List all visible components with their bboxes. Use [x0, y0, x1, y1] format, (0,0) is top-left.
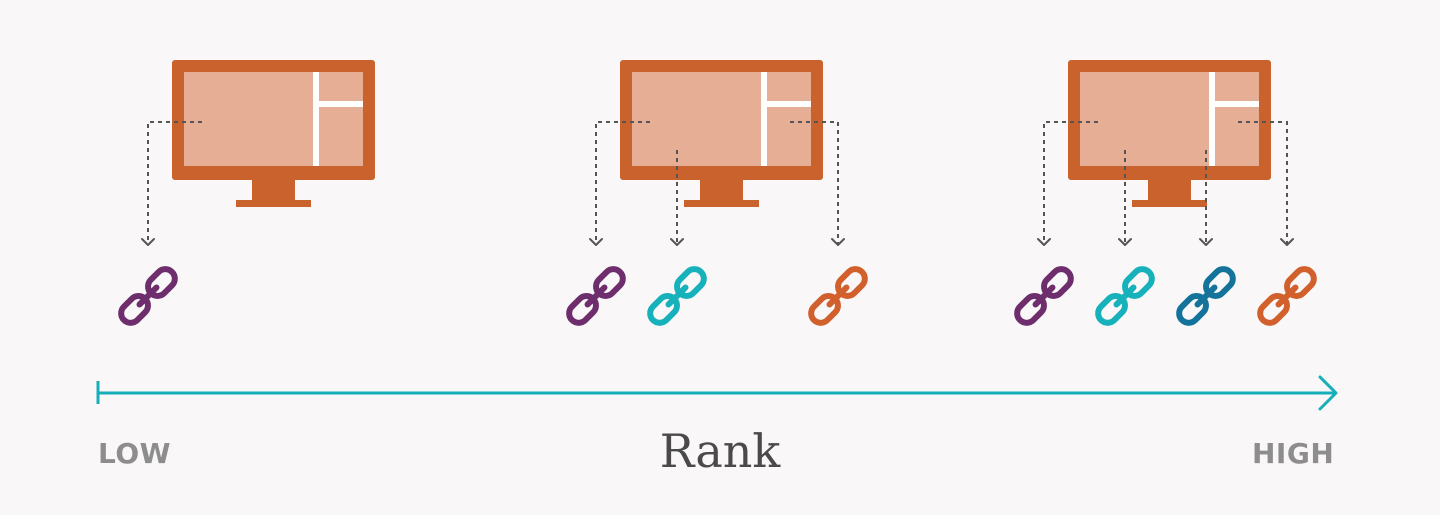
monitor-screen: [632, 72, 811, 166]
monitor-neck: [700, 180, 743, 200]
monitor-group-low-rank: [118, 60, 375, 326]
monitor-base: [1132, 200, 1207, 207]
monitor-neck: [1148, 180, 1191, 200]
arrow-head-icon: [141, 238, 155, 246]
monitor-divider-horizontal: [319, 101, 363, 107]
link-icon: [1176, 266, 1236, 326]
arrow-head-icon: [1037, 238, 1051, 246]
monitor-divider-vertical: [313, 72, 319, 166]
monitor-base: [684, 200, 759, 207]
dotted-arrow: [1043, 121, 1098, 245]
link-icon: [118, 266, 178, 326]
dotted-arrow: [790, 121, 839, 245]
dotted-arrow: [1238, 121, 1288, 245]
link-icon: [808, 266, 868, 326]
arrow-head-icon: [1280, 238, 1294, 246]
link-icon-bar: [1032, 284, 1056, 308]
link-icon-bar: [1194, 284, 1218, 308]
link-icon-bar: [1275, 284, 1299, 308]
monitor-screen: [1080, 72, 1259, 166]
arrow-head-icon: [1118, 238, 1132, 246]
monitor-divider-horizontal: [1215, 101, 1259, 107]
link-icon-bar: [136, 284, 160, 308]
link-icon: [566, 266, 626, 326]
link-icon-bar: [665, 284, 689, 308]
monitor-group-mid-rank: [566, 60, 868, 326]
axis-low-label: LOW: [98, 437, 172, 470]
monitor-group-high-rank: [1014, 60, 1317, 326]
monitor-divider-horizontal: [767, 101, 811, 107]
link-icon-bar: [826, 284, 850, 308]
monitor-divider-vertical: [1209, 72, 1215, 166]
rank-axis: [96, 375, 1338, 411]
axis-title: Rank: [659, 424, 781, 478]
arrow-head-icon: [1199, 238, 1213, 246]
monitor-divider-vertical: [761, 72, 767, 166]
dotted-arrow: [595, 121, 650, 245]
arrow-head-icon: [670, 238, 684, 246]
arrow-head-icon: [831, 238, 845, 246]
monitor-base: [236, 200, 311, 207]
axis-high-label: HIGH: [1252, 437, 1335, 470]
arrow-right-icon: [1318, 375, 1338, 411]
monitor-neck: [252, 180, 295, 200]
monitor-screen: [184, 72, 363, 166]
link-icon-bar: [1113, 284, 1137, 308]
link-icon: [647, 266, 707, 326]
link-icon: [1095, 266, 1155, 326]
link-icon-bar: [584, 284, 608, 308]
arrow-head-icon: [589, 238, 603, 246]
link-icon: [1257, 266, 1317, 326]
dotted-arrow: [147, 121, 202, 245]
monitor-groups: [118, 60, 1317, 326]
link-icon: [1014, 266, 1074, 326]
